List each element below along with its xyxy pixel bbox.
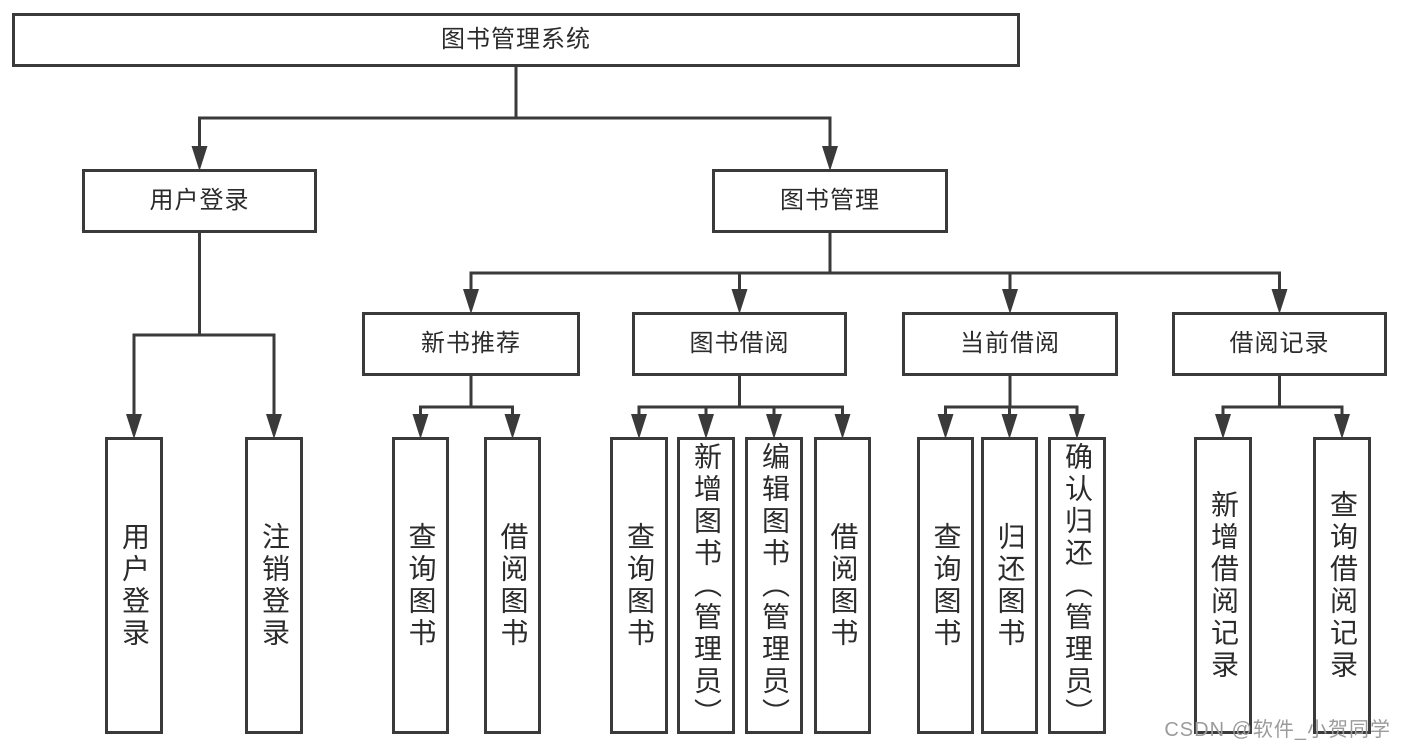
node-label-bor-query: 查询图书 <box>624 521 655 650</box>
node-rec-borrow: 借阅图书 <box>484 437 541 734</box>
node-label-bor-edit: 编辑图书（管理员） <box>759 441 790 730</box>
node-label-cur-return: 归还图书 <box>994 521 1026 650</box>
node-bor-add: 新增图书（管理员） <box>677 437 735 734</box>
node-label-logout: 注销登录 <box>259 521 290 650</box>
node-label-rec-borrow: 借阅图书 <box>497 521 529 650</box>
node-label-new-book-rec: 新书推荐 <box>421 330 521 357</box>
node-label-login: 用户登录 <box>119 521 150 650</box>
node-label-cur-query: 查询图书 <box>930 521 962 650</box>
node-book-mgmt: 图书管理 <box>712 169 948 233</box>
node-label-bor-add: 新增图书（管理员） <box>691 441 722 730</box>
node-bor-query: 查询图书 <box>610 437 668 734</box>
node-login: 用户登录 <box>105 437 163 734</box>
node-cur-return: 归还图书 <box>981 437 1038 734</box>
node-book-borrow: 图书借阅 <box>632 312 847 376</box>
node-label-log-query: 查询借阅记录 <box>1327 489 1358 682</box>
node-borrow-record: 借阅记录 <box>1172 312 1387 376</box>
node-bor-borrow: 借阅图书 <box>814 437 871 734</box>
node-label-book-borrow: 图书借阅 <box>689 330 790 357</box>
node-log-query: 查询借阅记录 <box>1313 437 1371 734</box>
node-cur-query: 查询图书 <box>917 437 974 734</box>
watermark-text: CSDN @软件_小贺同学 <box>1164 719 1391 741</box>
node-label-bor-borrow: 借阅图书 <box>827 521 859 650</box>
node-bor-edit: 编辑图书（管理员） <box>745 437 803 734</box>
node-label-book-mgmt: 图书管理 <box>780 187 880 214</box>
node-label-log-add: 新增借阅记录 <box>1208 489 1239 682</box>
node-logout: 注销登录 <box>245 437 303 734</box>
node-label-rec-query: 查询图书 <box>405 521 437 650</box>
node-label-root: 图书管理系统 <box>441 26 591 53</box>
node-label-current-borrow: 当前借阅 <box>960 330 1060 357</box>
node-cur-confirm: 确认归还（管理员） <box>1048 437 1106 734</box>
node-label-borrow-record: 借阅记录 <box>1229 330 1330 357</box>
node-label-cur-confirm: 确认归还（管理员） <box>1062 441 1093 730</box>
node-current-borrow: 当前借阅 <box>902 312 1118 376</box>
node-new-book-rec: 新书推荐 <box>362 312 580 376</box>
node-root: 图书管理系统 <box>12 13 1020 67</box>
node-rec-query: 查询图书 <box>392 437 449 734</box>
node-label-user-login: 用户登录 <box>149 187 250 214</box>
node-user-login: 用户登录 <box>82 169 317 233</box>
node-log-add: 新增借阅记录 <box>1194 437 1252 734</box>
